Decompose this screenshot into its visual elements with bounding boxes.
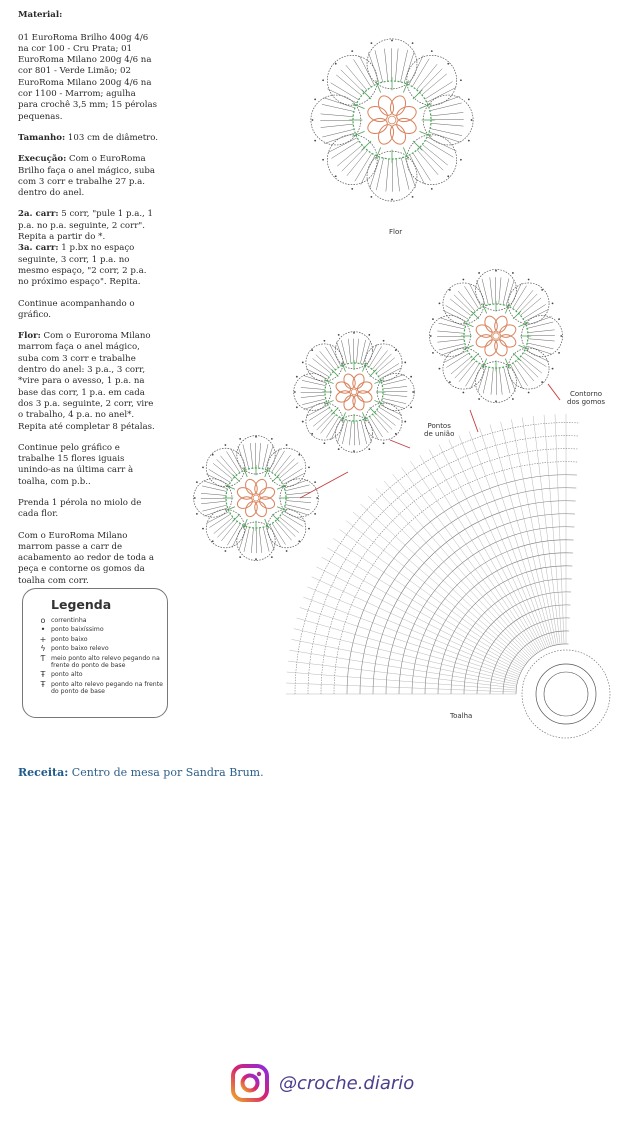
legend-item: • ponto baixíssimo [35,625,165,635]
flower-chart-top [310,38,474,202]
legend-symbol-icon: + [39,634,47,644]
legend-list: o correntinha • ponto baixíssimo + ponto baix… [35,616,165,698]
union-line [299,471,349,499]
legend-symbol-icon: Ŧ [40,679,46,689]
tablecloth-chart [286,414,611,739]
toalha-label: Toalha [450,712,473,720]
continue-chart: Continue acompanhando o gráfico. [18,298,135,320]
round2-body: 5 corr, "pule 1 p.a., 1 p.a. no p.a. seg… [18,209,153,243]
legend-symbol-icon: Ŧ [40,670,46,680]
instructions-column: Material: 01 EuroRoma Brilho 400g 4/6 na… [18,10,158,597]
legend-label: ponto baixo [51,635,88,643]
round3-label: 3a. carr: [18,243,59,254]
contorno-gomos-label: Contorno dos gomos [567,390,605,406]
flower-label: Flor: [18,331,41,342]
recipe-credit: Receita: Centro de mesa por Sandra Brum. [18,766,264,779]
legend-label: correntinha [51,617,87,624]
legend-item: + ponto baixo [35,634,165,644]
material-body: 01 EuroRoma Brilho 400g 4/6 na cor 100 -… [18,32,157,122]
legend-symbol-icon: • [40,625,46,635]
size-section: Tamanho: 103 cm de diâmetro. [18,133,158,144]
legend-box: Legenda o correntinha • ponto baixíssimo + po… [22,588,168,718]
finish-instruction: Com o EuroRoma Milano marrom passe a car… [18,530,154,586]
legend-item: o correntinha [35,616,165,625]
flower-chart-left [193,435,319,561]
instagram-handle: @croche.diario [279,1072,415,1094]
execution-body: Com o EuroRoma Brilho faça o anel mágico… [18,154,156,199]
size-body: 103 cm de diâmetro. [65,132,159,143]
recipe-text: Centro de mesa por Sandra Brum. [68,766,264,779]
legend-title: Legenda [51,597,112,612]
legend-symbol-icon: Ƭ [40,653,46,663]
flower-section: Flor: Com o Euroroma Milano marrom faça … [18,331,158,433]
instagram-footer[interactable]: @croche.diario [231,1064,414,1102]
union-line [469,409,479,433]
material-section: Material: 01 EuroRoma Brilho 400g 4/6 na… [18,10,158,123]
legend-symbol-icon: o [40,616,46,625]
union-lines [299,383,561,499]
legend-label: ponto baixo relevo [51,645,109,653]
flower-chart-right [429,269,563,403]
material-label: Material: [18,10,63,20]
pontos-uniao-label: Pontos de união [424,422,454,438]
round2-label: 2a. carr: [18,209,59,220]
flower-chart-middle [293,331,415,453]
pearl-instruction: Prenda 1 pérola no miolo de cada flor. [18,497,142,520]
contorno-label-line2: dos gomos [567,398,606,406]
execution-label: Execução: [18,154,67,165]
crochet-diagram [193,38,611,739]
pontos-label-line1: Pontos [427,422,451,430]
union-line [389,439,411,449]
size-label: Tamanho: [18,132,66,143]
union-line [547,383,561,401]
continue-flowers: Continue pelo gráfico e trabalhe 15 flor… [18,442,134,487]
legend-label: ponto baixíssimo [51,626,104,634]
legend-label: meio ponto alto relevo pegando na frente… [51,654,160,670]
flowers-layer [193,38,563,561]
legend-symbol-icon: ϟ [40,644,46,654]
flor-label: Flor [389,228,403,236]
legend-item: ϟ ponto baixo relevo [35,644,165,654]
instagram-icon [231,1064,269,1102]
pontos-label-line2: de união [424,430,455,438]
rounds-section: 2a. carr: 5 corr, "pule 1 p.a., 1 p.a. n… [18,209,158,288]
flower-body: Com o Euroroma Milano marrom faça o anel… [18,331,155,432]
recipe-label: Receita: [18,766,69,779]
legend-label: ponto alto [51,671,83,679]
contorno-label-line1: Contorno [569,390,603,398]
legend-label: ponto alto relevo pegando na frente do p… [51,680,163,696]
round3-body: 1 p.bx no espaço seguinte, 3 corr, 1 p.a… [18,243,147,288]
execution-section: Execução: Com o EuroRoma Brilho faça o a… [18,154,158,199]
